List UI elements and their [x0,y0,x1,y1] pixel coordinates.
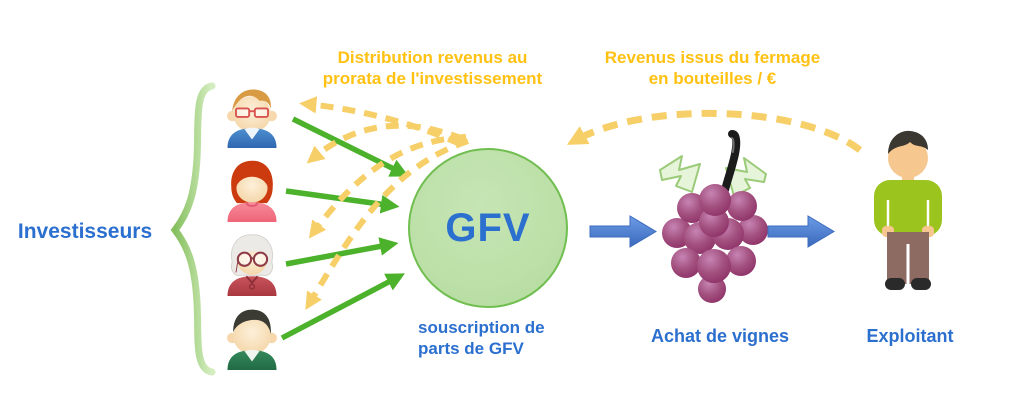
revenus-label-line2: en bouteilles / € [648,69,777,89]
revenus-label: Revenus issus du fermage en bouteilles /… [575,47,850,89]
distribution-arrow-2 [306,122,465,164]
souscription-label-line1: souscription de [418,318,545,337]
farmer-icon [874,130,942,290]
souscription-arrow-1 [291,116,410,177]
souscription-arrow-3 [285,237,399,267]
souscription-arrow-4 [280,273,405,341]
souscription-arrow-2 [285,188,400,214]
investor-elderly-woman-icon [227,234,277,296]
gfv-node-label: GFV [445,205,531,250]
souscription-label-line2: parts de GFV [418,339,524,359]
grapes-icon [659,130,768,303]
investor-man-icon [227,309,277,370]
investor-man-glasses-icon [227,89,277,148]
curly-brace-icon [170,82,216,376]
distribution-label-line1: Distribution revenus au [337,48,528,67]
revenus-label-line1: Revenus issus du fermage [604,48,821,67]
souscription-label: souscription de parts de GFV [418,317,598,359]
distribution-label: Distribution revenus au prorata de l'inv… [290,47,575,89]
investors-label: Investisseurs [17,220,153,243]
distribution-arrow-1 [299,96,462,147]
distribution-label-line2: prorata de l'investissement [322,69,543,89]
investor-woman-icon [227,160,277,222]
gfv-node: GFV [408,148,568,308]
exploitant-label: Exploitant [866,326,954,346]
achat-vignes-label: Achat de vignes [650,326,790,346]
achat-vignes-arrow [589,215,657,248]
